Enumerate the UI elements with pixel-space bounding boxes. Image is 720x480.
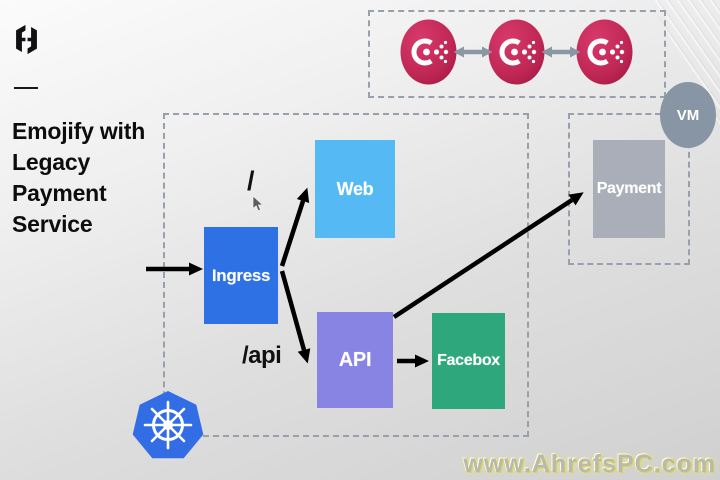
route-api-label: /api xyxy=(242,342,282,369)
vm-label: VM xyxy=(676,106,700,124)
web-label: Web xyxy=(336,178,374,199)
ingress-label: Ingress xyxy=(211,265,271,285)
consul-icon xyxy=(488,19,545,85)
mouse-cursor-icon xyxy=(252,196,264,212)
ingress-service-box: Ingress xyxy=(204,227,278,324)
api-service-box: API xyxy=(317,312,393,408)
api-label: API xyxy=(338,348,372,371)
hashicorp-logo-icon xyxy=(16,24,37,55)
slide-title: Emojify with Legacy Payment Service xyxy=(12,118,146,237)
consul-icon xyxy=(576,19,633,85)
web-service-box: Web xyxy=(315,140,395,238)
facebox-label: Facebox xyxy=(437,352,500,369)
consul-icon xyxy=(400,19,457,85)
route-root-label: / xyxy=(247,166,255,196)
vm-badge: VM xyxy=(660,82,716,148)
kubernetes-icon xyxy=(132,391,204,459)
facebox-service-box: Facebox xyxy=(432,313,505,409)
consul-cluster-box xyxy=(368,10,666,98)
payment-label: Payment xyxy=(596,180,662,197)
legacy-payment-box xyxy=(568,113,690,265)
watermark: www.AhrefsPC.com xyxy=(463,450,716,478)
logo-divider xyxy=(14,87,38,89)
payment-service-box: Payment xyxy=(593,140,665,238)
